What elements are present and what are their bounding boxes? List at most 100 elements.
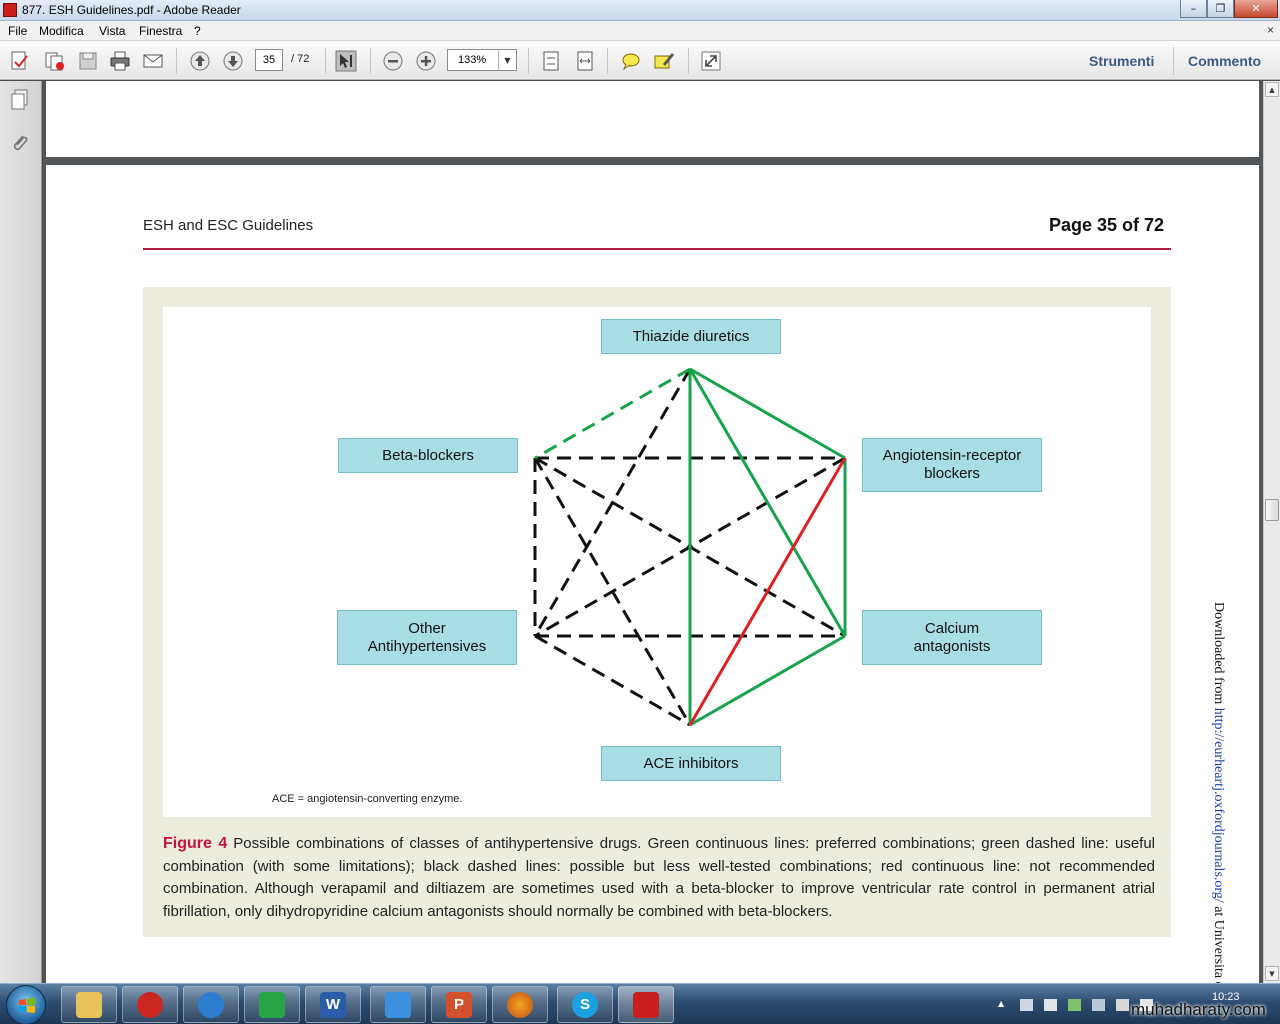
- toolbar-separator: [370, 48, 371, 74]
- box-thiazide-diuretics: Thiazide diuretics: [601, 319, 781, 354]
- close-button[interactable]: ✕: [1234, 0, 1278, 18]
- toolbar-separator: [607, 48, 608, 74]
- fit-width-button[interactable]: [573, 49, 597, 73]
- line-thiazide-beta: [534, 367, 691, 460]
- figure-label: Figure 4: [163, 835, 228, 852]
- comment-pane-button[interactable]: Commento: [1188, 53, 1262, 69]
- paperclip-icon: [13, 135, 28, 151]
- taskbar-skype[interactable]: S: [557, 986, 613, 1023]
- volume-icon[interactable]: [1140, 999, 1153, 1011]
- menu-vista[interactable]: Vista: [99, 24, 126, 38]
- word-icon: W: [320, 991, 346, 1018]
- line-thiazide-arb: [689, 367, 846, 460]
- envelope-icon: [143, 54, 163, 68]
- fullscreen-button[interactable]: [699, 49, 723, 73]
- tray-icon[interactable]: [1068, 999, 1081, 1011]
- chevron-down-icon[interactable]: ▼: [498, 50, 516, 70]
- app-icon: [259, 991, 285, 1018]
- line-arb-ace: [688, 457, 847, 726]
- highlight-button[interactable]: [652, 49, 676, 73]
- minimize-button[interactable]: –: [1180, 0, 1207, 18]
- zoom-in-button[interactable]: [414, 49, 438, 73]
- tray-icon[interactable]: [1092, 999, 1105, 1011]
- tray-icon[interactable]: [1020, 999, 1033, 1011]
- zoom-select[interactable]: 133% ▼: [447, 49, 517, 71]
- window-title: 877. ESH Guidelines.pdf - Adobe Reader: [22, 3, 241, 17]
- page-number-input[interactable]: 35: [255, 49, 283, 71]
- tools-pane-button[interactable]: Strumenti: [1089, 53, 1155, 69]
- taskbar-powerpoint[interactable]: P: [431, 986, 487, 1023]
- restore-button[interactable]: ❐: [1207, 0, 1234, 18]
- windows-logo-icon: [19, 998, 35, 1013]
- menu-help[interactable]: ?: [194, 24, 201, 38]
- journal-link[interactable]: http://eurheartj.oxfordjournals.org/: [1211, 707, 1226, 903]
- header-rule: [143, 248, 1171, 250]
- taskbar-word[interactable]: W: [305, 986, 361, 1023]
- print-button[interactable]: [108, 49, 132, 73]
- attachments-button[interactable]: [9, 131, 31, 155]
- site-watermark: muhadharaty.com: [1131, 1000, 1266, 1019]
- line-other-ace: [534, 634, 691, 727]
- vertical-scrollbar[interactable]: ▲ ▼: [1263, 81, 1280, 983]
- network-icon[interactable]: [1116, 999, 1129, 1011]
- fit-page-icon: [543, 51, 559, 71]
- save-icon: [79, 52, 97, 70]
- taskbar-firefox[interactable]: [492, 986, 548, 1023]
- fit-page-button[interactable]: [539, 49, 563, 73]
- window-title-bar[interactable]: 877. ESH Guidelines.pdf - Adobe Reader –…: [0, 0, 1280, 21]
- taskbar-messenger[interactable]: [183, 986, 239, 1023]
- scroll-down-icon[interactable]: ▼: [1265, 966, 1279, 981]
- adobe-reader-icon: [633, 991, 659, 1018]
- document-view[interactable]: ESH and ESC Guidelines Page 35 of 72: [43, 81, 1263, 983]
- zoom-value: 133%: [458, 54, 487, 66]
- scroll-up-icon[interactable]: ▲: [1265, 82, 1279, 97]
- figure-caption-text: Possible combinations of classes of anti…: [163, 835, 1156, 920]
- zoom-out-button[interactable]: [381, 49, 405, 73]
- taskbar-explorer[interactable]: [61, 986, 117, 1023]
- start-button[interactable]: [6, 985, 46, 1024]
- figure-footnote: ACE = angiotensin-converting enzyme.: [272, 793, 463, 805]
- line-calcium-ace: [689, 634, 846, 727]
- document-close-button[interactable]: ×: [1266, 23, 1274, 37]
- previous-page: [46, 81, 1259, 157]
- page-total: / 72: [291, 53, 310, 65]
- menu-file[interactable]: File: [8, 24, 28, 38]
- media-player-icon: [137, 991, 163, 1018]
- expand-icon: [701, 51, 721, 71]
- powerpoint-icon: P: [446, 991, 472, 1018]
- email-button[interactable]: [141, 49, 165, 73]
- select-tool-button[interactable]: [334, 49, 358, 73]
- fit-width-icon: [577, 51, 593, 71]
- create-pdf-icon: [11, 51, 28, 70]
- add-comment-button[interactable]: [619, 49, 643, 73]
- tray-expand-icon[interactable]: ▲: [998, 999, 1005, 1008]
- minus-icon: [383, 51, 403, 71]
- download-suffix: at Universita deg: [1211, 902, 1226, 983]
- taskbar-dropbox[interactable]: [370, 986, 426, 1023]
- combine-files-icon: [45, 52, 64, 71]
- scrollbar-thumb[interactable]: [1265, 499, 1279, 521]
- taskbar-media[interactable]: [122, 986, 178, 1023]
- toolbar: [0, 41, 1280, 80]
- system-tray: ▲ 10:23: [990, 984, 1280, 1024]
- box-angiotensin-receptor-blockers: Angiotensin-receptor blockers: [862, 438, 1042, 492]
- combine-files-button[interactable]: [42, 49, 66, 73]
- box-beta-blockers: Beta-blockers: [338, 438, 518, 473]
- menu-bar: File Modifica Vista Finestra ? ×: [0, 21, 1280, 41]
- folder-icon: [76, 991, 102, 1018]
- page-thumbnails-button[interactable]: [9, 88, 31, 112]
- taskbar-app[interactable]: [244, 986, 300, 1023]
- menu-finestra[interactable]: Finestra: [139, 24, 183, 38]
- save-button[interactable]: [76, 49, 100, 73]
- figure-panel: Thiazide diuretics Beta-blockers Angiote…: [143, 287, 1171, 937]
- next-page-button[interactable]: [221, 49, 245, 73]
- pages-icon: [11, 89, 28, 110]
- tray-icon[interactable]: [1044, 999, 1057, 1011]
- previous-page-button[interactable]: [188, 49, 212, 73]
- create-pdf-button[interactable]: [8, 49, 32, 73]
- taskbar-adobe-reader[interactable]: [618, 986, 674, 1023]
- toolbar-separator: [176, 48, 177, 74]
- menu-modifica[interactable]: Modifica: [39, 24, 84, 38]
- clock[interactable]: 10:23: [1212, 991, 1240, 1003]
